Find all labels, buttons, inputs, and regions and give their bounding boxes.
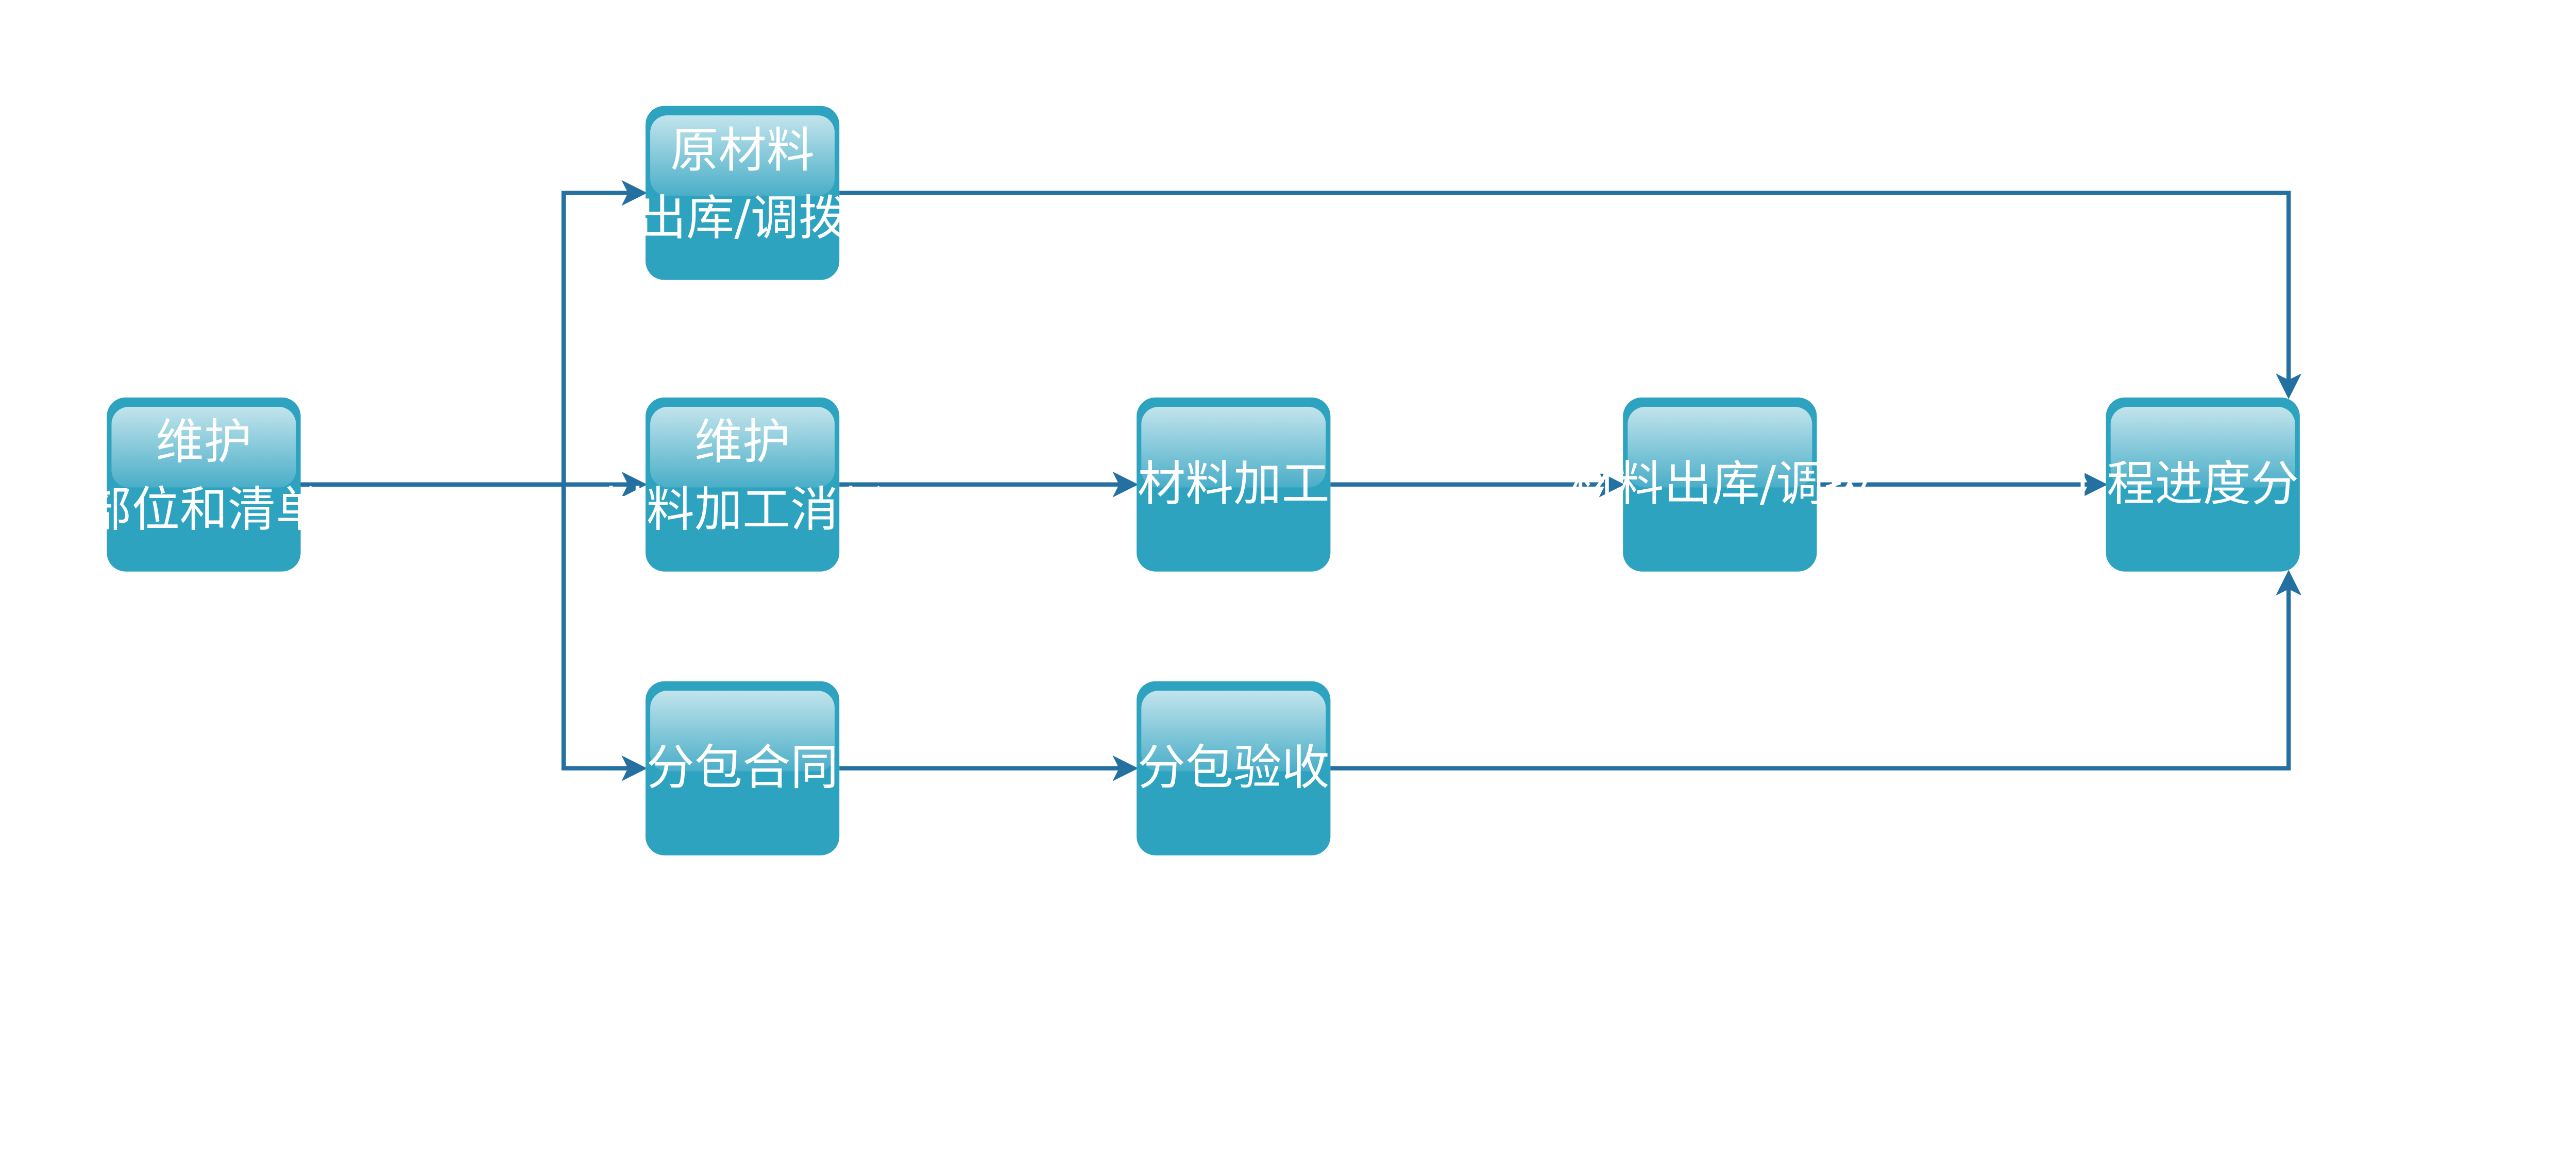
arrow-subcontract-acceptance-to-progress-analysis xyxy=(1330,570,2302,770)
node-label: 部位和清单 xyxy=(83,481,324,537)
node-label: 维护 xyxy=(694,414,790,470)
node-material-processing: 材料加工 xyxy=(1137,397,1331,572)
node-gloss xyxy=(650,115,835,196)
node-gloss xyxy=(2110,407,2295,488)
node-label: 出库/调拨 xyxy=(638,190,846,246)
node-label: 工程进度分析 xyxy=(2059,456,2347,512)
node-label: 分包合同 xyxy=(647,740,839,796)
node-gloss xyxy=(1141,407,1326,488)
node-subcontract-acceptance: 分包验收 xyxy=(1137,681,1331,855)
node-gloss xyxy=(1628,407,1812,488)
arrow-maintain-parts-to-subcontract xyxy=(300,482,648,781)
node-label: 维护 xyxy=(156,414,251,470)
node-gloss xyxy=(111,407,296,488)
node-label: 分包验收 xyxy=(1138,740,1330,796)
node-label: 原材料 xyxy=(670,122,815,178)
node-label: 材料出库/调拨 xyxy=(1568,456,1872,512)
node-label: 材料加工 xyxy=(1138,456,1330,512)
node-progress-analysis: 工程进度分析 xyxy=(2059,397,2347,572)
node-gloss xyxy=(1141,691,1326,771)
node-label: 材料加工消耗 xyxy=(598,481,886,537)
node-gloss xyxy=(650,407,835,488)
node-subcontract: 分包合同 xyxy=(645,681,840,855)
arrow-raw-material-out-to-progress-analysis xyxy=(839,191,2302,400)
node-gloss xyxy=(650,691,835,771)
arrow-maintain-parts-to-raw-material-out xyxy=(300,180,648,487)
connectors xyxy=(300,180,2302,781)
node-material-out: 材料出库/调拨 xyxy=(1568,397,1872,572)
